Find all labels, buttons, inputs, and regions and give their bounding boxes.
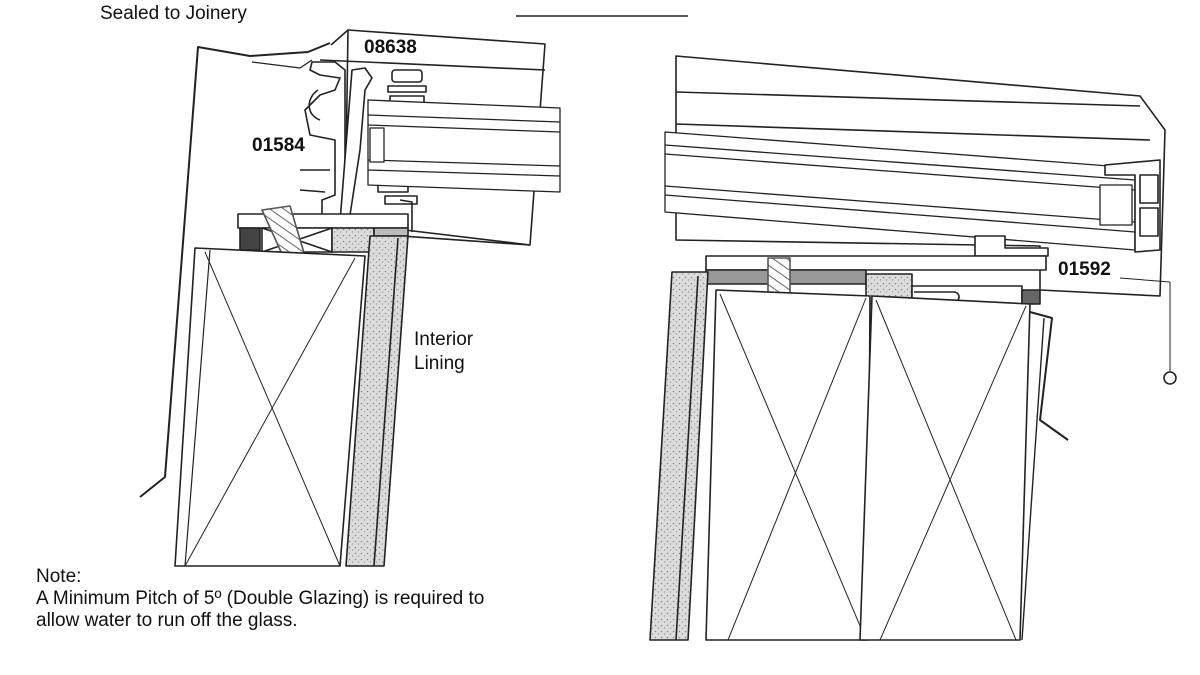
left-section-detail <box>139 15 688 567</box>
gasket-bottom <box>377 181 418 205</box>
timber-stud-left <box>174 247 366 567</box>
interior-lining-label-line2: Lining <box>414 353 465 374</box>
interior-lining-left <box>345 235 409 567</box>
timber-stud-right-b <box>859 295 1031 641</box>
pitch-note: Note: A Minimum Pitch of 5º (Double Glaz… <box>36 566 484 632</box>
part-08638-label: 08638 <box>364 37 417 58</box>
glass-unit-left <box>367 99 561 193</box>
right-section-detail <box>649 55 1177 641</box>
gasket-top <box>387 69 427 105</box>
note-heading: Note: <box>36 566 82 587</box>
glass-unit-right <box>664 131 1136 251</box>
part-01592-label: 01592 <box>1058 259 1111 280</box>
timber-stud-right-a <box>705 289 871 641</box>
part-01584-label: 01584 <box>252 135 305 156</box>
sealed-to-joinery-label: Sealed to Joinery <box>100 3 247 24</box>
note-line-2: allow water to run off the glass. <box>36 610 298 631</box>
interior-lining-label-line1: Interior <box>414 329 474 350</box>
note-line-1: A Minimum Pitch of 5º (Double Glazing) i… <box>36 588 485 609</box>
interior-lining-right <box>649 271 709 641</box>
